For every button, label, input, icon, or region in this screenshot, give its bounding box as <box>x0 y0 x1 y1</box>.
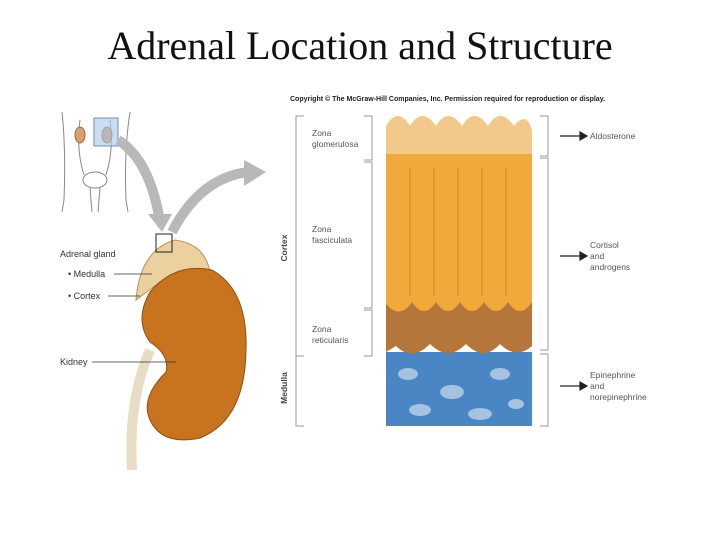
epinephrine-line2: and <box>590 381 605 391</box>
zona-glomerulosa-line1: Zona <box>312 128 332 138</box>
aldosterone-label: Aldosterone <box>590 131 635 142</box>
reticularis-tissue <box>386 300 532 354</box>
thumbnail-highlight-box <box>93 117 119 147</box>
zona-glomerulosa-line2: glomerulosa <box>312 139 359 149</box>
cortisol-line3: androgens <box>590 262 631 272</box>
zona-reticularis-label: Zona reticularis <box>312 324 348 346</box>
secretion-arrows <box>560 130 589 392</box>
cortisol-label: Cortisol and androgens <box>590 240 630 273</box>
zoom-arrow-down-head <box>148 214 172 232</box>
zoom-arrow-up-head <box>244 160 266 186</box>
copyright-notice: Copyright © The McGraw-Hill Companies, I… <box>290 96 606 103</box>
cortex-label: • Cortex <box>68 291 101 301</box>
ureter <box>126 347 155 471</box>
epinephrine-line1: Epinephrine <box>590 370 636 380</box>
medulla-region-label: Medulla <box>279 372 289 404</box>
medulla-label: • Medulla <box>68 269 106 279</box>
zoom-arrow-up <box>167 167 249 235</box>
cortisol-line2: and <box>590 251 605 261</box>
fasciculata-tissue <box>386 150 532 312</box>
cortex-region-label: Cortex <box>279 234 289 262</box>
zona-fasciculata-label: Zona fasciculata <box>312 224 352 246</box>
zona-reticularis-line2: reticularis <box>312 335 349 345</box>
epinephrine-label: Epinephrine and norepinephrine <box>590 370 647 403</box>
kidney-shape <box>141 267 247 441</box>
zona-reticularis-line1: Zona <box>312 324 332 334</box>
zona-glomerulosa-label: Zona glomerulosa <box>312 128 358 150</box>
adrenal-zoom-box <box>155 233 173 253</box>
zona-fasciculata-line2: fasciculata <box>312 235 353 245</box>
tissue-column <box>386 116 532 426</box>
aldosterone-line1: Aldosterone <box>590 131 636 141</box>
epinephrine-line3: norepinephrine <box>590 392 647 402</box>
page-title: Adrenal Location and Structure <box>107 23 613 68</box>
zona-fasciculata-line1: Zona <box>312 224 332 234</box>
cortisol-line1: Cortisol <box>590 240 619 250</box>
adrenal-gland-label: Adrenal gland <box>60 249 116 259</box>
glomerulosa-tissue <box>386 116 532 154</box>
zone-brackets <box>295 115 549 427</box>
kidney-label: Kidney <box>60 357 88 367</box>
zoom-arrow-down <box>115 135 165 223</box>
